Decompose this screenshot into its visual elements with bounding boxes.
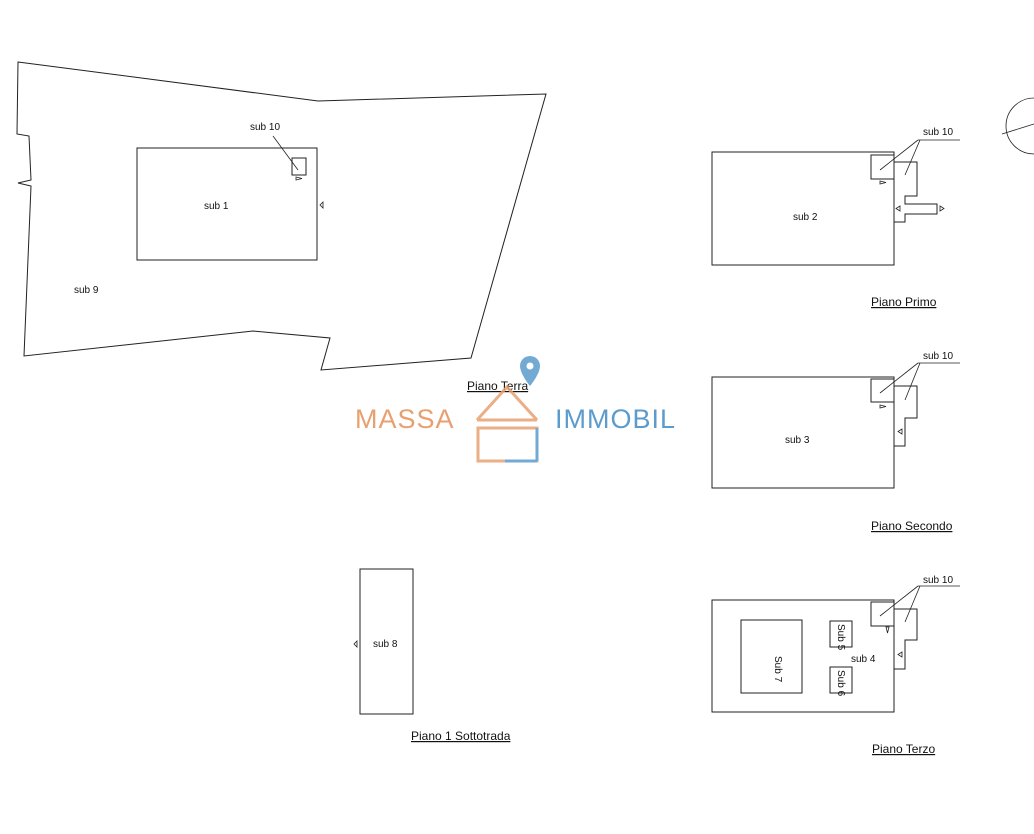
access-arrow-icon bbox=[295, 176, 303, 181]
sub-10-box bbox=[870, 378, 895, 403]
sub-10-leader bbox=[879, 362, 919, 394]
access-arrow-icon bbox=[897, 428, 903, 435]
stair-outline bbox=[894, 385, 918, 447]
sub-8-outline bbox=[359, 568, 414, 715]
access-arrow-icon bbox=[319, 201, 324, 209]
piano-terzo-title: Piano Terzo bbox=[872, 742, 935, 756]
access-arrow-icon bbox=[353, 640, 358, 648]
sub-10-leader bbox=[879, 585, 919, 617]
sub-1-outline bbox=[136, 147, 318, 261]
sub-10-leader bbox=[272, 135, 299, 171]
sub-10-leader bbox=[904, 362, 921, 401]
piano-primo-plan: sub 10 sub 2 Piano Primo bbox=[711, 127, 960, 309]
sub-5-label: Sub 5 bbox=[835, 624, 846, 651]
sub-10-label: sub 10 bbox=[923, 575, 953, 586]
sub-9-label: sub 9 bbox=[74, 285, 99, 296]
sub-10-label: sub 10 bbox=[923, 351, 953, 362]
sub-10-box bbox=[870, 601, 895, 627]
access-arrow-icon bbox=[885, 626, 890, 634]
sub-10-label: sub 10 bbox=[923, 127, 953, 138]
access-arrow-icon bbox=[897, 651, 903, 658]
massa-immobil-logo: MASSA IMMOBIL bbox=[355, 356, 676, 463]
sub-10-leader bbox=[879, 139, 919, 171]
piano-terra-title: Piano Terra bbox=[467, 379, 528, 393]
sub-5-outline bbox=[829, 620, 853, 648]
sub-6-outline bbox=[829, 666, 853, 694]
sub-10-leader bbox=[904, 139, 921, 176]
north-arrow-icon bbox=[1001, 97, 1034, 155]
house-icon bbox=[475, 356, 540, 463]
piano-sottotrada-title: Piano 1 Sottotrada bbox=[411, 729, 511, 743]
stair-outline bbox=[894, 608, 918, 670]
sub-6-label: Sub 6 bbox=[835, 670, 846, 697]
sub-4-label: sub 4 bbox=[851, 654, 876, 665]
sub-10-box bbox=[291, 157, 307, 176]
access-arrow-icon bbox=[879, 180, 887, 185]
logo-word-left: MASSA bbox=[355, 404, 455, 434]
sub-9-outline bbox=[16, 61, 547, 371]
sub-2-label: sub 2 bbox=[793, 212, 818, 223]
sub-3-outline bbox=[711, 376, 895, 489]
access-arrow-icon bbox=[895, 205, 901, 212]
piano-secondo-title: Piano Secondo bbox=[871, 519, 953, 533]
access-arrow-icon bbox=[939, 205, 945, 212]
sub-10-box bbox=[870, 154, 895, 180]
stair-outline bbox=[894, 161, 938, 223]
piano-terra-plan: sub 10 sub 1 sub 9 Piano Terra bbox=[16, 61, 547, 393]
piano-secondo-plan: sub 10 sub 3 Piano Secondo bbox=[711, 351, 960, 533]
sub-10-leader bbox=[904, 585, 921, 623]
sub-8-label: sub 8 bbox=[373, 639, 398, 650]
logo-word-right: IMMOBIL bbox=[555, 404, 676, 434]
sub-3-label: sub 3 bbox=[785, 435, 810, 446]
sub-1-label: sub 1 bbox=[204, 201, 229, 212]
piano-primo-title: Piano Primo bbox=[871, 295, 937, 309]
piano-sottotrada-plan: sub 8 Piano 1 Sottotrada bbox=[353, 568, 511, 743]
sub-2-outline bbox=[711, 151, 895, 266]
sub-10-label: sub 10 bbox=[250, 122, 280, 133]
access-arrow-icon bbox=[879, 404, 887, 409]
sub-7-outline bbox=[740, 619, 803, 694]
sub-4-outline bbox=[711, 599, 895, 713]
piano-terzo-plan: sub 10 sub 4 Sub 7 Sub 5 Sub 6 Piano Ter… bbox=[711, 575, 960, 756]
sub-7-label: Sub 7 bbox=[772, 656, 783, 683]
